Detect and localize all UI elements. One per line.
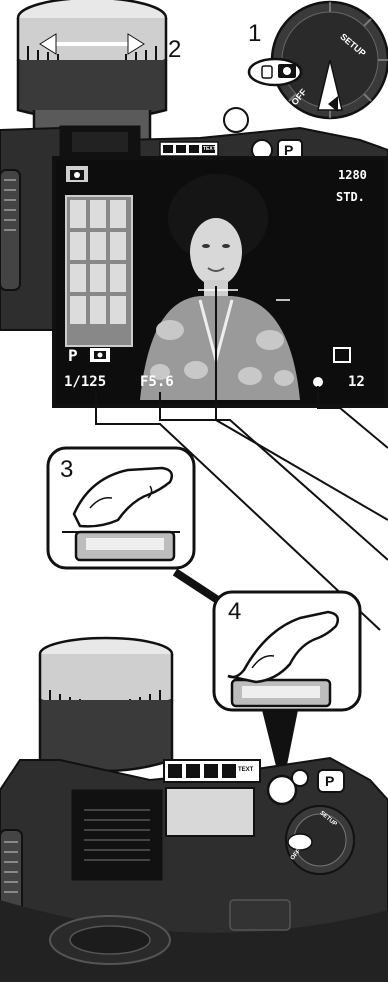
lcd-quality: STD. [336,190,365,204]
lcd-resolution: 1280 [338,168,367,182]
lcd-exposure-mode: P [68,346,78,365]
top-text-mode-label: TEXT [203,146,216,152]
step-2-label: 2 [168,38,181,62]
bottom-text-mode-label: TEXT [238,767,253,773]
top-p-button-label: P [284,142,293,158]
step-1-label: 1 [248,22,261,46]
step-4-label: 4 [228,600,241,624]
step-3-label: 3 [60,458,73,482]
lcd-photo [56,160,384,404]
lcd-shutter-speed: 1/125 [64,374,106,390]
bottom-p-button-label: P [325,773,334,789]
lcd-aperture: F5.6 [140,374,174,390]
lcd-frame-counter: 12 [348,374,365,390]
